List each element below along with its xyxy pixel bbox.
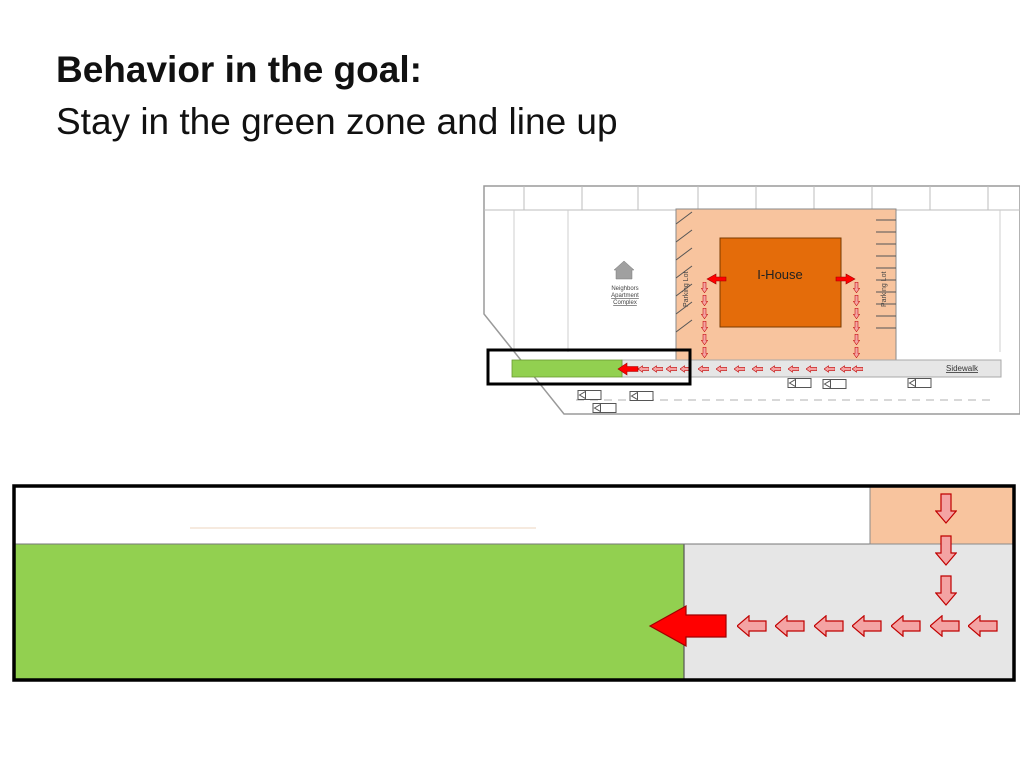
parking-lot-label-left: Parking Lot — [683, 272, 690, 307]
sidewalk-label: Sidewalk — [946, 364, 979, 373]
zoom-big-red-arrow — [648, 604, 727, 648]
zoom-sidewalk — [684, 544, 1014, 680]
slide-subtitle: Stay in the green zone and line up — [56, 101, 618, 142]
exit-arrow-left — [706, 273, 727, 285]
parking-lot-label-right: Parking Lot — [881, 272, 888, 307]
zoom-green-zone — [14, 544, 684, 680]
highlight-frame — [486, 348, 692, 386]
i-house-label: I-House — [757, 267, 803, 282]
zoom-frame — [12, 484, 1016, 682]
house-icon — [613, 260, 635, 280]
green-zone — [511, 359, 623, 378]
campus-map: Parking Lot Parking Lot I-House Sidewalk — [483, 185, 1020, 415]
neighbors-label-line-3: Complex — [613, 300, 637, 306]
slide-title: Behavior in the goal: — [56, 49, 422, 90]
sidewalk-big-arrow — [617, 362, 639, 376]
exit-arrow-right — [835, 273, 856, 285]
neighbors-label-line-2: Apartment — [611, 293, 639, 299]
neighbors-label-line-1: Neighbors — [611, 286, 638, 292]
zoom-view — [10, 482, 1018, 684]
i-house-building — [719, 237, 842, 328]
